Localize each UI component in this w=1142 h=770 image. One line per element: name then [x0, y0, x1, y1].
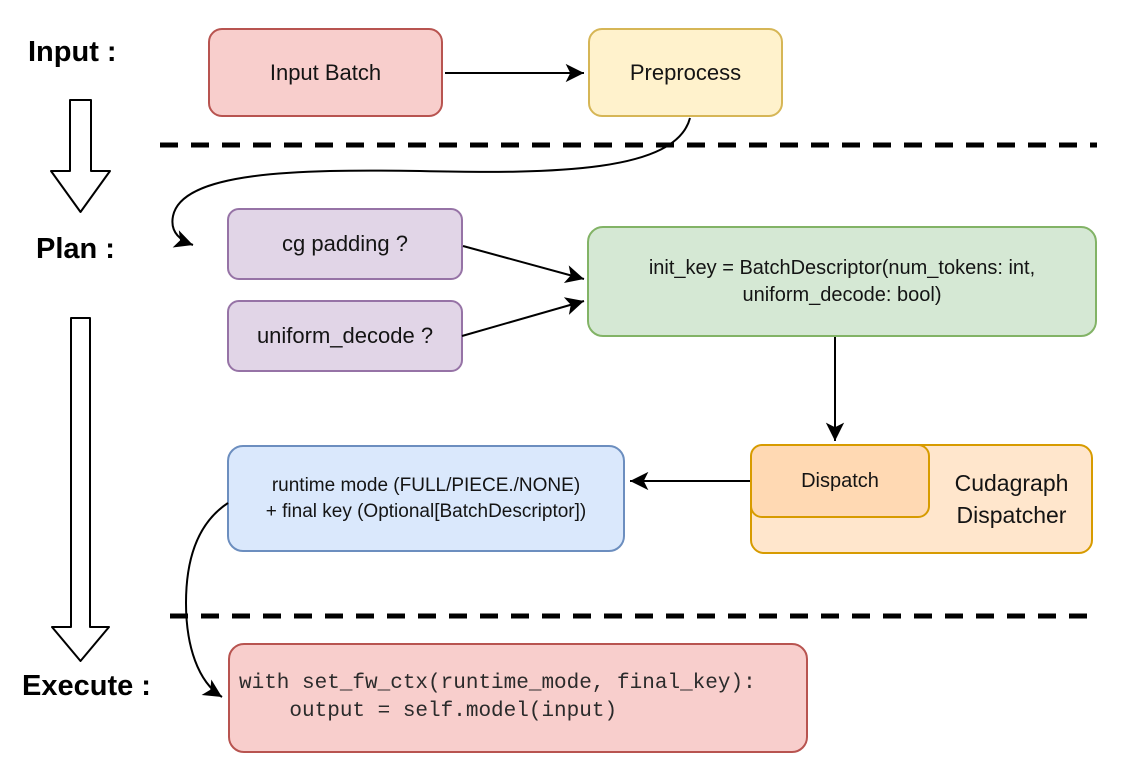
node-cudagraph-dispatcher-label: Cudagraph Dispatcher	[930, 444, 1093, 554]
hollow-arrow-input-to-plan-icon	[50, 99, 111, 213]
node-uniform-decode-label: uniform_decode ?	[256, 323, 434, 349]
node-cg-padding-label: cg padding ?	[282, 231, 408, 257]
cudagraph-label-line1: Cudagraph	[954, 469, 1069, 496]
execute-code-line1: with set_fw_ctx(runtime_mode, final_key)…	[239, 672, 756, 695]
section-label-input: Input :	[28, 36, 117, 68]
node-init-key-line2: uniform_decode: bool)	[742, 283, 942, 306]
cudagraph-label-line2: Dispatcher	[956, 502, 1067, 528]
node-init-key-line1: init_key = BatchDescriptor(num_tokens: i…	[648, 256, 1036, 279]
node-cg-padding: cg padding ?	[227, 208, 463, 280]
node-preprocess-label: Preprocess	[629, 59, 742, 85]
arrow-cg-padding-to-init-key	[462, 245, 585, 284]
execute-code-line2: output = self.model(input)	[239, 700, 618, 723]
arrow-uniform-decode-to-init-key	[461, 297, 585, 337]
node-dispatch-label: Dispatch	[801, 469, 879, 492]
node-preprocess: Preprocess	[588, 28, 783, 117]
node-uniform-decode: uniform_decode ?	[227, 300, 463, 372]
node-runtime-line2: + final key (Optional[BatchDescriptor])	[265, 500, 587, 522]
node-input-batch-label: Input Batch	[269, 59, 382, 85]
node-execute-code: with set_fw_ctx(runtime_mode, final_key)…	[228, 643, 808, 753]
node-dispatch: Dispatch	[750, 444, 930, 518]
node-input-batch: Input Batch	[208, 28, 443, 117]
section-label-plan: Plan :	[36, 233, 115, 265]
section-label-execute: Execute :	[22, 670, 151, 702]
arrow-runtime-mode-to-execute-code	[184, 502, 229, 698]
node-runtime-mode: runtime mode (FULL/PIECE./NONE) + final …	[227, 445, 625, 552]
node-runtime-line1: runtime mode (FULL/PIECE./NONE)	[271, 474, 581, 496]
hollow-arrow-plan-to-execute-icon	[51, 317, 110, 662]
node-init-key: init_key = BatchDescriptor(num_tokens: i…	[587, 226, 1097, 337]
